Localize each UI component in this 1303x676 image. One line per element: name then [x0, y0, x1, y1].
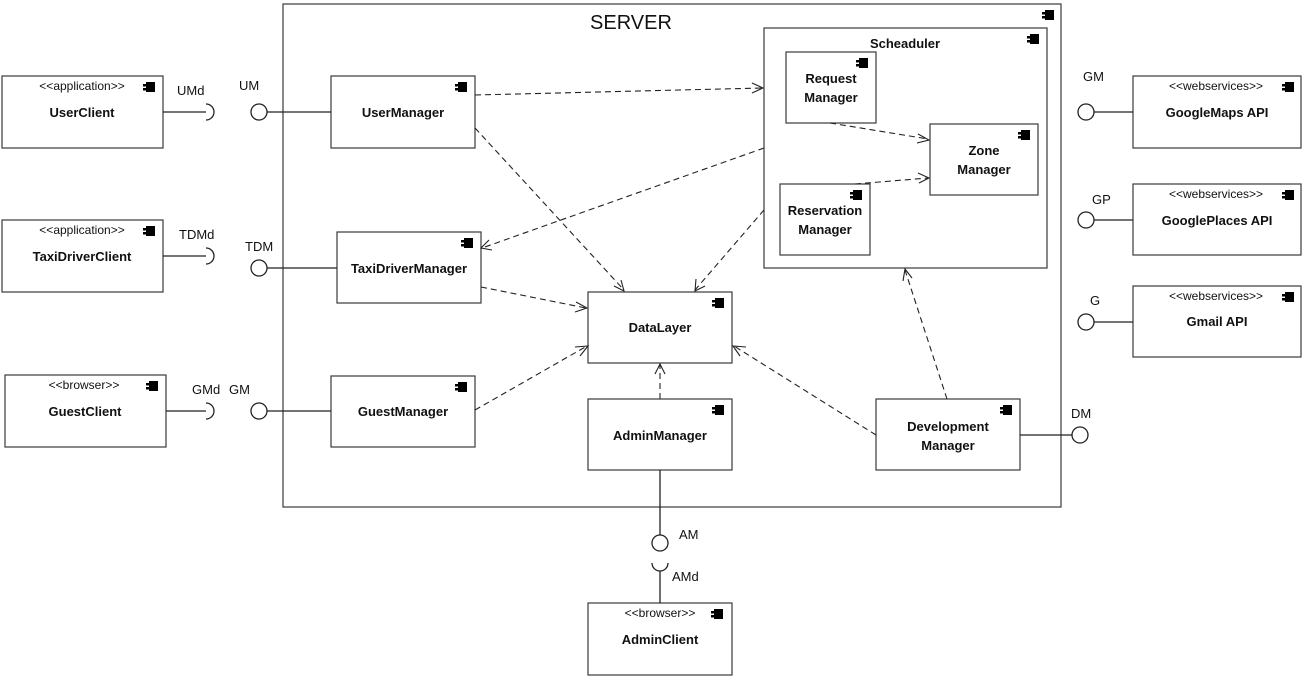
gp-label: GP: [1092, 192, 1111, 207]
taxi-driver-interface-connection: TDMd TDM: [163, 227, 337, 277]
admin-manager[interactable]: AdminManager: [587, 398, 733, 471]
admin-client-name: AdminClient: [622, 632, 699, 647]
dependency-user-to-datalayer: [474, 127, 625, 293]
google-places-name: GooglePlaces API: [1162, 213, 1273, 228]
guest-manager-name: GuestManager: [358, 404, 448, 419]
gmail-name: Gmail API: [1187, 314, 1248, 329]
zone-manager-name-line1: Zone: [968, 143, 999, 158]
tdmd-label: TDMd: [179, 227, 214, 242]
request-manager-name-line1: Request: [805, 71, 857, 86]
google-places-api[interactable]: <<webservices>> GooglePlaces API: [1132, 183, 1302, 256]
reservation-manager[interactable]: Reservation Manager: [779, 183, 871, 256]
am-interface[interactable]: [651, 534, 669, 552]
google-maps-api[interactable]: <<webservices>> GoogleMaps API: [1132, 75, 1302, 149]
taxi-driver-client-name: TaxiDriverClient: [33, 249, 132, 264]
reservation-manager-name-line2: Manager: [798, 222, 851, 237]
dependency-reservation-to-zone: [854, 172, 931, 185]
user-client-stereotype: <<application>>: [39, 79, 124, 93]
taxi-driver-client[interactable]: <<application>> TaxiDriverClient: [1, 219, 164, 293]
user-client-name: UserClient: [49, 105, 115, 120]
admin-interface-connection: AM AMd: [651, 470, 699, 603]
dependency-development-to-scheduler: [902, 267, 948, 400]
amd-socket: [651, 562, 669, 572]
zone-manager-name-line2: Manager: [957, 162, 1010, 177]
umd-label: UMd: [177, 83, 204, 98]
google-maps-stereotype: <<webservices>>: [1169, 79, 1263, 93]
google-maps-name: GoogleMaps API: [1166, 105, 1269, 120]
taxi-driver-manager-name: TaxiDriverManager: [351, 261, 467, 276]
guest-client-name: GuestClient: [49, 404, 123, 419]
data-layer[interactable]: DataLayer: [587, 291, 733, 364]
dependency-request-to-zone: [829, 122, 931, 144]
google-places-interface-connection: GP: [1077, 192, 1133, 229]
guest-client-stereotype: <<browser>>: [49, 378, 120, 392]
tdm-label: TDM: [245, 239, 273, 254]
g-interface[interactable]: [1077, 313, 1095, 331]
taxi-driver-client-stereotype: <<application>>: [39, 223, 124, 237]
user-interface-connection: UMd UM: [163, 78, 331, 121]
dm-interface[interactable]: [1071, 426, 1089, 444]
development-manager-name-line2: Manager: [921, 438, 974, 453]
guest-client[interactable]: <<browser>> GuestClient: [4, 374, 167, 448]
dm-label: DM: [1071, 406, 1091, 421]
request-manager-name-line2: Manager: [804, 90, 857, 105]
g-label: G: [1090, 293, 1100, 308]
tdm-interface[interactable]: [250, 259, 268, 277]
scheduler-title: Scheaduler: [870, 36, 940, 51]
admin-client[interactable]: <<browser>> AdminClient: [587, 602, 733, 676]
amd-label: AMd: [672, 569, 699, 584]
data-layer-name: DataLayer: [629, 320, 692, 335]
google-maps-interface-connection: GM: [1077, 69, 1133, 121]
umd-socket: [205, 103, 215, 121]
gm-maps-interface[interactable]: [1077, 103, 1095, 121]
um-interface[interactable]: [250, 103, 268, 121]
um-label: UM: [239, 78, 259, 93]
user-client[interactable]: <<application>> UserClient: [1, 75, 164, 149]
dependency-development-to-datalayer: [731, 345, 877, 436]
server-title: SERVER: [590, 12, 672, 34]
gm-guest-interface[interactable]: [250, 402, 268, 420]
am-label: AM: [679, 527, 699, 542]
request-manager[interactable]: Request Manager: [785, 51, 877, 124]
admin-client-stereotype: <<browser>>: [625, 606, 696, 620]
tdmd-socket: [205, 247, 215, 265]
reservation-manager-name-line1: Reservation: [788, 203, 862, 218]
user-manager[interactable]: UserManager: [330, 75, 476, 149]
guest-manager[interactable]: GuestManager: [330, 375, 476, 448]
gmail-api[interactable]: <<webservices>> Gmail API: [1132, 285, 1302, 358]
gm-guest-label: GM: [229, 382, 250, 397]
dependency-scheduler-to-taxi: [479, 147, 765, 251]
dependency-guest-to-datalayer: [474, 345, 590, 411]
dependency-admin-to-datalayer: [654, 362, 666, 399]
gm-maps-label: GM: [1083, 69, 1104, 84]
gmd-socket: [205, 402, 215, 420]
taxi-driver-manager[interactable]: TaxiDriverManager: [336, 231, 482, 304]
dependency-taxi-to-datalayer: [480, 286, 589, 313]
admin-manager-name: AdminManager: [613, 428, 707, 443]
gmd-label: GMd: [192, 382, 220, 397]
google-places-stereotype: <<webservices>>: [1169, 187, 1263, 201]
guest-interface-connection: GMd GM: [166, 382, 331, 420]
gmail-interface-connection: G: [1077, 293, 1133, 331]
gmail-stereotype: <<webservices>>: [1169, 289, 1263, 303]
development-interface-connection: DM: [1020, 406, 1091, 444]
zone-manager[interactable]: Zone Manager: [929, 123, 1039, 196]
development-manager[interactable]: Development Manager: [875, 398, 1021, 471]
gp-interface[interactable]: [1077, 211, 1095, 229]
dependency-user-to-scheduler: [474, 82, 765, 96]
development-manager-name-line1: Development: [907, 419, 989, 434]
dependency-scheduler-to-datalayer: [694, 209, 765, 292]
user-manager-name: UserManager: [362, 105, 444, 120]
